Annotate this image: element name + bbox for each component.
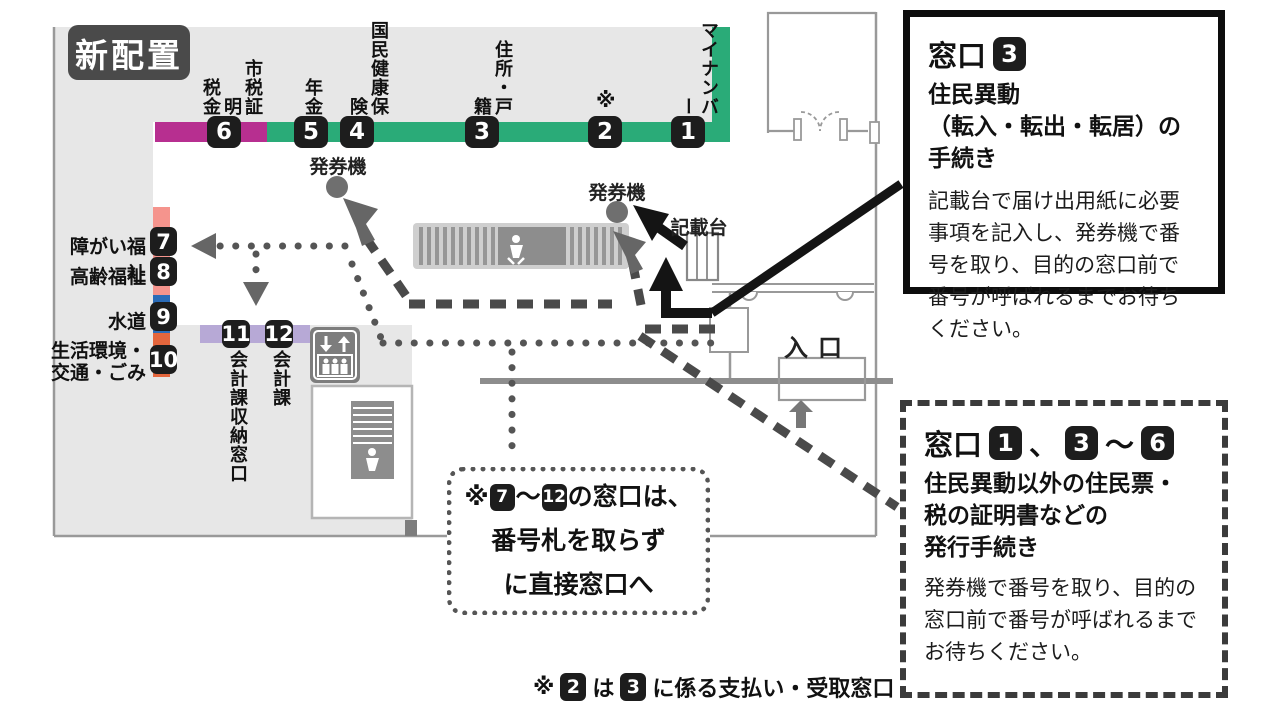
box1-title: 窓口 (928, 39, 987, 73)
counter-7-label: 障がい福祉 (69, 236, 146, 285)
arrow-to-counter-7 (191, 233, 216, 259)
footnote-counter-2: ※ 2 は 3 に係る支払い・受取窓口 (533, 671, 894, 703)
counter-2-label: ※ (596, 88, 616, 112)
note-badge-12: 12 (541, 483, 567, 511)
writing-desk-icon (685, 231, 720, 282)
box1-leader-line (709, 180, 904, 317)
entrance-door-rect (777, 356, 867, 402)
footnote-prefix: ※ (533, 674, 555, 700)
counter-2-badge: 2 (588, 116, 622, 148)
ticket-machine-1-icon (326, 176, 348, 198)
counter-3-badge: 3 (465, 116, 499, 148)
note-prefix: ※ (464, 482, 489, 511)
box2-badge-3: 3 (1065, 426, 1099, 460)
box2-subtitle-2: 税の証明書などの (924, 503, 1108, 529)
box2-badge-1: 1 (989, 426, 1023, 460)
box2-body: 発券機で番号を取り、目的の窓口前で番号が呼ばれるまでお待ちください。 (924, 576, 1197, 664)
counter-10-label: 生活環境・ 交通・ごみ (50, 340, 146, 384)
footnote-badge-3: 3 (620, 673, 647, 701)
box1-subtitle-1: 住民異動 (928, 82, 1020, 108)
note-line3: に直接窓口へ (503, 570, 654, 599)
info-box-counter-3: 窓口 3 住民異動 （転入・転出・転居）の手続き 記載台で届け出用紙に必要事項を… (903, 10, 1225, 341)
counter-12-badge: 12 (264, 320, 294, 348)
footnote-suffix: に係る支払い・受取窓口 (652, 677, 895, 702)
door-jamb-left (793, 118, 802, 141)
box2-subtitle-3: 発行手続き (924, 535, 1039, 561)
counter-11-label: 会計課収納窓口 (227, 350, 248, 483)
note-tilde: ～ (515, 482, 541, 511)
note-line1-suffix: の窓口は、 (567, 482, 693, 511)
box2-title: 窓口 (924, 428, 983, 462)
note-badge-7: 7 (489, 483, 515, 511)
box1-badge-3: 3 (993, 37, 1027, 71)
counter-4-label: 国民健康保険 (347, 21, 389, 116)
writing-desk-label: 記載台 (670, 217, 728, 239)
counter-6-badge: 6 (207, 116, 241, 148)
counter-bar-residents-vertical (712, 27, 730, 142)
counter-6-label: 市税証明 税金 (200, 59, 263, 116)
elevator-icon (310, 327, 360, 383)
escalator-icon (413, 223, 629, 269)
footnote-badge-2: 2 (560, 673, 587, 701)
box2-subtitle-1: 住民異動以外の住民票・ (924, 471, 1177, 497)
entrance-arrow (789, 400, 813, 428)
leader-arrow-head (649, 257, 683, 291)
desk-to-machine-arrow (633, 205, 669, 241)
box2-separator: 、 (1029, 428, 1059, 462)
stairwell-icon (310, 384, 414, 520)
entrance-label: 入口 (784, 334, 852, 362)
counter-12-label: 会計課 (270, 350, 291, 407)
note-box-counters-7-12: ※7～12の窓口は、 番号札を取らず に直接窓口へ (447, 467, 710, 615)
double-door-icon (800, 111, 840, 132)
dotted-path (211, 242, 722, 464)
box1-subtitle-2: （転入・転出・転居）の手続き (928, 114, 1181, 172)
note-line2: 番号札を取らず (491, 526, 666, 555)
gray-arrows (191, 198, 813, 428)
arrow-to-counters-11-12 (243, 282, 269, 306)
arrow-to-ticket-machine-2 (613, 231, 646, 274)
box1-body: 記載台で届け出用紙に必要事項を記入し、発券機で番号を取り、目的の窓口前で番号が呼… (928, 189, 1180, 341)
ticket-machine-1-label: 発券機 (309, 156, 367, 178)
outer-walls (52, 12, 878, 538)
ticket-machine-2-label: 発券機 (588, 182, 646, 204)
floor-area-left (55, 122, 153, 330)
counter-5-label: 年金 (302, 78, 323, 116)
counter-8-label: 高齢福祉 (69, 266, 146, 288)
wall-tab (869, 121, 880, 144)
counter-5-badge: 5 (294, 116, 328, 148)
counter-9-label: 水道 (107, 311, 146, 333)
footnote-mid: は (592, 677, 615, 702)
counter-8-badge: 8 (150, 257, 177, 286)
black-arrows (633, 180, 904, 318)
box2-tilde: ～ (1105, 428, 1135, 462)
counter-4-badge: 4 (340, 116, 374, 148)
counter-3-label: 住所・戸籍 (471, 40, 513, 116)
info-box-counters-1-3-6: 窓口 1 、 3 ～ 6 住民異動以外の住民票・ 税の証明書などの 発行手続き … (900, 400, 1228, 698)
counter-notch-2 (836, 291, 854, 301)
arrow-to-ticket-machine-1 (343, 198, 378, 246)
ticket-machine-2-icon (606, 201, 628, 223)
counter-10-badge: 10 (149, 345, 178, 374)
counter-1-label: マイナンバー (677, 21, 719, 116)
box2-badge-6: 6 (1141, 426, 1175, 460)
room-walls (766, 11, 876, 133)
counter-11-badge: 11 (221, 320, 251, 348)
counter-1-badge: 1 (671, 116, 705, 148)
service-counter (712, 283, 874, 293)
plan-title-badge: 新配置 (68, 25, 190, 80)
door-jamb-right (839, 118, 848, 141)
wall-block (405, 520, 417, 536)
counter-9-badge: 9 (150, 302, 177, 331)
counter-7-badge: 7 (150, 227, 177, 256)
